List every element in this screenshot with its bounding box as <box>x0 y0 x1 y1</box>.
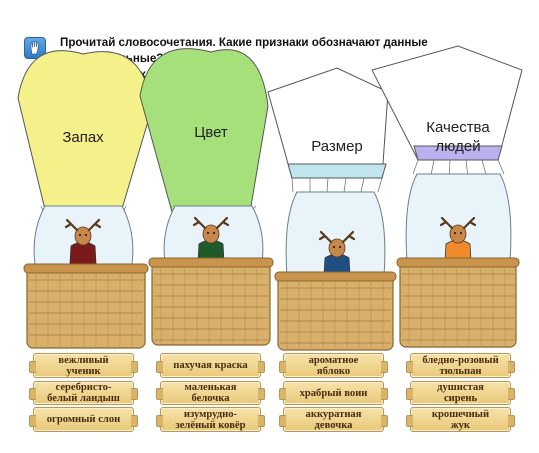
word-tile-line: пахучая краска <box>173 360 248 371</box>
balloon-label-line: Размер <box>311 138 363 155</box>
word-tile-line: крошечный <box>431 408 490 420</box>
balloon-envelope <box>267 67 389 179</box>
balloon-rope <box>481 159 487 175</box>
word-tile[interactable]: огромный слон <box>29 407 138 432</box>
balloon-rope <box>449 159 451 175</box>
balloon-rope <box>465 159 468 175</box>
balloon-label-line: Качества <box>426 119 490 136</box>
balloon-label-line: людей <box>435 138 481 155</box>
basket[interactable] <box>396 257 520 348</box>
word-tile-line: аккуратная <box>305 408 362 420</box>
balloon-1 <box>17 50 153 349</box>
word-tile-line: маленькая <box>184 382 237 393</box>
word-tile-line: огромный слон <box>46 414 121 425</box>
word-tile-text: пахучая краска <box>173 360 247 371</box>
word-tile-line: бледно-розовый <box>422 354 499 366</box>
balloon-2 <box>139 48 274 346</box>
hand-icon[interactable] <box>24 37 46 59</box>
basket[interactable] <box>274 271 397 351</box>
word-tile-line: изумрудно- <box>183 408 238 420</box>
word-tile-line: зелёный ковёр <box>175 419 246 431</box>
word-tile-line: белочка <box>191 393 230 404</box>
word-tile-line: яблоко <box>316 365 351 377</box>
balloon-rope <box>377 177 383 193</box>
balloon-label-3: Размер <box>287 137 387 156</box>
balloon-rope <box>497 159 505 175</box>
word-tile-line: ароматное <box>308 354 359 366</box>
balloon-envelope <box>139 48 269 213</box>
word-tile-text: храбрый воин <box>300 388 368 399</box>
balloon-rope <box>291 177 294 193</box>
word-tile-line: жук <box>450 419 471 431</box>
word-tile-line: тюльпан <box>439 365 482 377</box>
balloon-band <box>287 163 387 179</box>
balloon-4 <box>371 45 523 348</box>
word-tile-line: вежливый <box>58 354 109 366</box>
balloon-3 <box>267 67 397 351</box>
balloon-label-line: Цвет <box>194 124 228 141</box>
moose-icon <box>64 218 102 265</box>
basket[interactable] <box>23 263 149 349</box>
word-tile-text: огромный слон <box>47 414 120 425</box>
word-tile-line: серебристо- <box>55 382 112 393</box>
word-tile-line: ученик <box>66 365 101 377</box>
balloon-rope <box>430 159 435 175</box>
word-tile[interactable]: изумрудно-зелёный ковёр <box>156 407 265 432</box>
moose-icon <box>192 216 230 263</box>
balloon-label-2: Цвет <box>161 123 261 142</box>
word-tile-line: душистая <box>437 382 484 393</box>
word-tile-line: девочка <box>314 419 353 431</box>
moose-icon <box>439 216 477 263</box>
balloon-rope <box>343 177 347 193</box>
balloon-envelope <box>371 45 523 161</box>
word-tile-text: изумрудно-зелёный ковёр <box>175 409 245 431</box>
word-tile-line: храбрый воин <box>299 387 368 399</box>
balloon-rope <box>326 177 329 193</box>
balloon-label-line: Запах <box>62 129 104 146</box>
balloon-rope <box>360 177 365 193</box>
word-tile[interactable]: серебристо-белый ландыш <box>29 381 138 405</box>
word-tile-line: белый ландыш <box>47 393 120 404</box>
word-tile-text: серебристо-белый ландыш <box>47 382 120 404</box>
word-tile[interactable]: пахучая краска <box>156 353 265 378</box>
basket[interactable] <box>148 257 274 346</box>
balloon-label-4: Качества людей <box>408 118 508 156</box>
balloon-rope <box>170 205 173 213</box>
balloon-label-1: Запах <box>33 128 133 147</box>
moose-icon <box>318 230 356 277</box>
word-tile[interactable]: храбрый воин <box>279 381 388 405</box>
word-tile-line: сирень <box>443 393 478 404</box>
balloon-rope <box>412 159 419 175</box>
